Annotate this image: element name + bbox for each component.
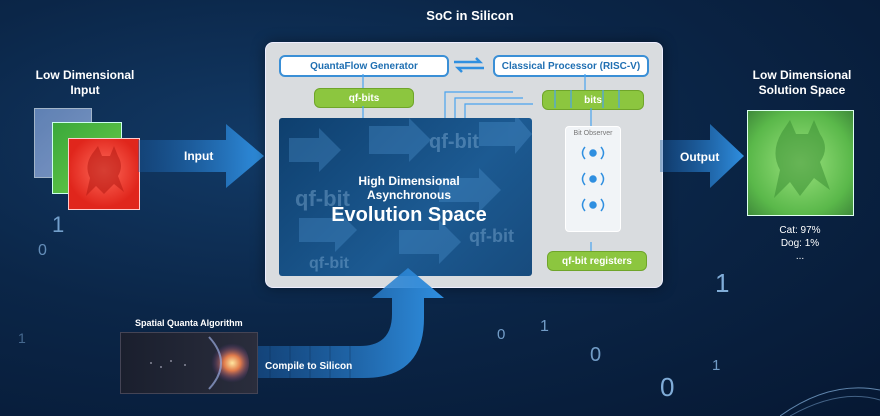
qf-bit-registers-box: qf-bit registers xyxy=(547,251,647,271)
bg-digit: 1 xyxy=(540,318,549,335)
bg-digit: 0 xyxy=(38,242,47,259)
output-image xyxy=(747,110,854,216)
observer-signal-icons xyxy=(581,146,605,212)
input-arrow xyxy=(138,124,264,188)
output-arrow xyxy=(660,124,744,188)
compile-label: Compile to Silicon xyxy=(265,361,353,372)
output-title: Low Dimensional Solution Space xyxy=(732,68,872,98)
exchange-arrows-icon xyxy=(454,57,484,73)
bg-digit: 1 xyxy=(52,212,65,237)
result-list: Cat: 97% Dog: 1% ... xyxy=(760,224,840,263)
decorative-curves xyxy=(780,387,880,416)
evolution-line1: High Dimensional xyxy=(358,174,460,188)
evolution-label: High Dimensional Asynchronous Evolution … xyxy=(299,174,519,227)
classical-processor-box: Classical Processor (RISC-V) xyxy=(493,55,649,77)
input-title-line1: Low Dimensional xyxy=(35,68,135,82)
output-title-line1: Low Dimensional xyxy=(752,68,852,82)
output-arrow-label: Output xyxy=(680,150,720,164)
cat-output-icon xyxy=(774,120,830,198)
algorithm-image xyxy=(120,332,258,394)
bg-digit: 1 xyxy=(715,268,730,298)
watermark-text: qf-bit xyxy=(429,131,479,153)
bg-digit: 1 xyxy=(712,357,721,374)
result-more: ... xyxy=(795,251,805,262)
bit-observer-label: Bit Observer xyxy=(573,130,613,137)
evolution-space: qf-bit qf-bit qf-bit qf-bit High Dimensi… xyxy=(279,118,532,276)
watermark-text: qf-bit xyxy=(469,226,514,246)
bg-digit: 0 xyxy=(660,372,675,402)
watermark-text: qf-bit xyxy=(309,255,350,272)
algorithm-title: Spatial Quanta Algorithm xyxy=(135,318,243,328)
compile-arrow xyxy=(250,268,444,378)
bg-digit: 1 xyxy=(18,330,26,346)
result-dog: Dog: 1% xyxy=(780,238,820,249)
input-arrow-label: Input xyxy=(184,149,214,163)
spatial-quanta-visual xyxy=(150,335,249,391)
quantaflow-generator-box: QuantaFlow Generator xyxy=(279,55,449,77)
soc-connectors xyxy=(362,74,620,256)
bg-digit: 0 xyxy=(590,344,602,366)
cat-silhouette-icon xyxy=(86,146,124,196)
input-title-line2: Input xyxy=(70,83,100,97)
watermark-text: qf-bit xyxy=(295,186,351,211)
result-cat: Cat: 97% xyxy=(779,225,821,236)
qf-bits-box: qf-bits xyxy=(314,88,414,108)
soc-title: SoC in Silicon xyxy=(426,8,514,23)
input-title: Low Dimensional Input xyxy=(20,68,150,98)
evolution-title: Evolution Space xyxy=(331,204,487,226)
evolution-line2: Asynchronous xyxy=(366,188,451,202)
evolution-arrows-pattern: qf-bit qf-bit qf-bit qf-bit xyxy=(289,118,532,272)
bg-digit: 0 xyxy=(497,326,506,343)
bit-observer: Bit Observer xyxy=(565,126,621,232)
output-title-line2: Solution Space xyxy=(758,83,846,97)
